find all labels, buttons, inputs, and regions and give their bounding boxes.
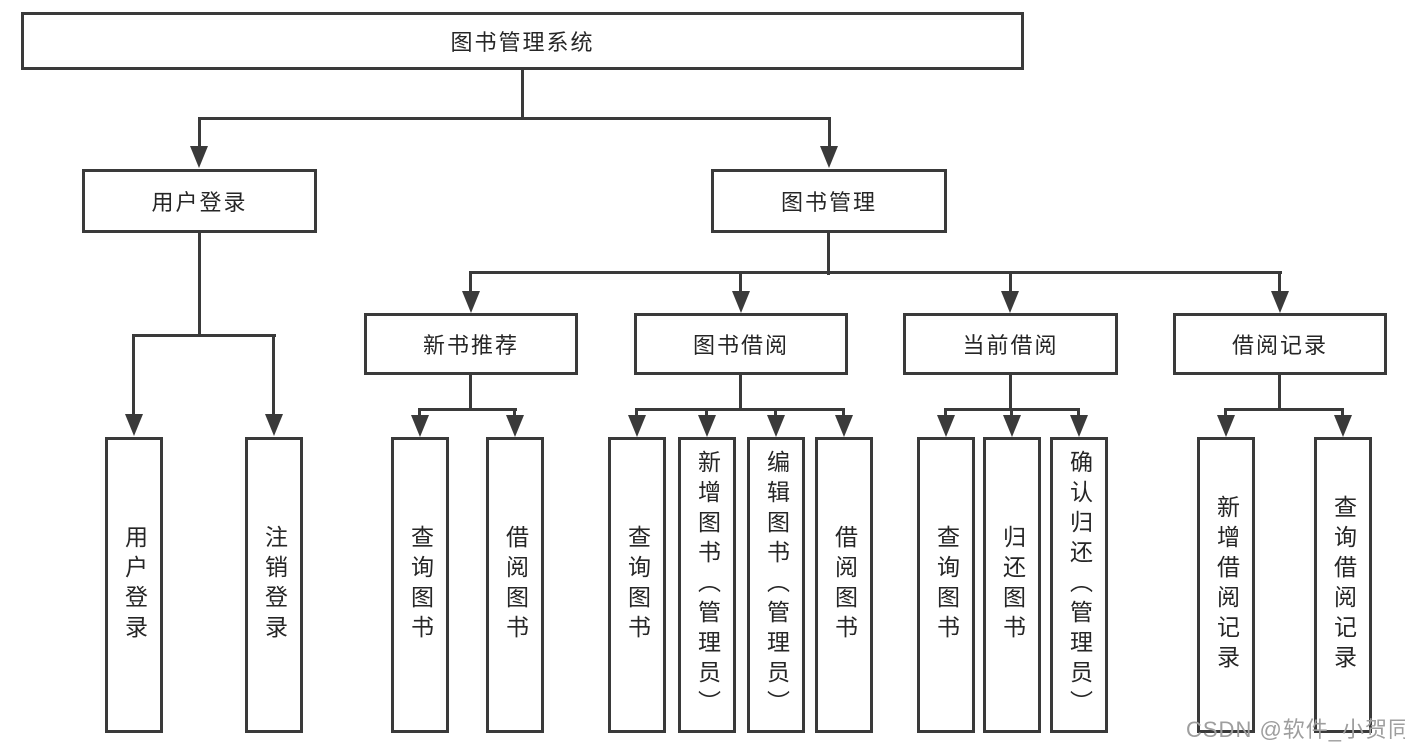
connector-line [198, 233, 201, 337]
connector-line [944, 408, 947, 418]
connector-line [1341, 408, 1344, 418]
connector-line [469, 375, 472, 411]
leaf-label: 新增图书（管理员） [694, 450, 721, 720]
node-user-login: 用户登录 [82, 169, 317, 233]
csdn-watermark: CSDN @软件_小贺同学 [1186, 717, 1405, 742]
node-book-management: 图书管理 [711, 169, 947, 233]
connector-line [132, 334, 276, 337]
leaf-label: 注销登录 [261, 525, 288, 645]
connector-line [513, 408, 516, 418]
leaf-borrow-books-borrowing: 借阅图书 [815, 437, 873, 733]
arrowhead-down-icon [1070, 415, 1088, 437]
arrowhead-down-icon [411, 415, 429, 437]
node-book-borrowing: 图书借阅 [634, 313, 848, 375]
arrowhead-down-icon [698, 415, 716, 437]
connector-line [1278, 271, 1281, 293]
connector-line [635, 408, 638, 418]
node-label: 新书推荐 [422, 333, 519, 358]
leaf-edit-book-admin: 编辑图书（管理员） [747, 437, 805, 733]
leaf-label: 查询图书 [407, 525, 434, 645]
connector-line [739, 271, 742, 293]
node-current-borrowing: 当前借阅 [903, 313, 1118, 375]
connector-line [739, 375, 742, 411]
arrowhead-down-icon [125, 414, 143, 436]
leaf-add-borrow-record: 新增借阅记录 [1197, 437, 1255, 733]
connector-line [418, 408, 517, 411]
arrowhead-down-icon [1334, 415, 1352, 437]
connector-line [774, 408, 777, 418]
arrowhead-down-icon [767, 415, 785, 437]
node-label: 借阅记录 [1231, 333, 1328, 358]
arrowhead-down-icon [462, 291, 480, 313]
leaf-label: 编辑图书（管理员） [763, 450, 790, 720]
node-label: 用户登录 [151, 190, 248, 215]
connector-line [1009, 271, 1012, 293]
connector-line [1010, 408, 1013, 418]
arrowhead-down-icon [1003, 415, 1021, 437]
leaf-borrow-books-recommend: 借阅图书 [486, 437, 544, 733]
connector-line [469, 271, 1282, 274]
arrowhead-down-icon [1271, 291, 1289, 313]
arrowhead-down-icon [835, 415, 853, 437]
connector-line [828, 117, 831, 149]
connector-line [198, 117, 201, 149]
connector-line [198, 117, 831, 120]
connector-line [418, 408, 421, 418]
node-label: 图书管理系统 [450, 30, 595, 55]
connector-line [272, 334, 275, 416]
leaf-query-books-borrowing: 查询图书 [608, 437, 666, 733]
arrowhead-down-icon [265, 414, 283, 436]
arrowhead-down-icon [506, 415, 524, 437]
leaf-label: 借阅图书 [502, 525, 529, 645]
leaf-label: 借阅图书 [831, 525, 858, 645]
arrowhead-down-icon [937, 415, 955, 437]
arrowhead-down-icon [820, 146, 838, 168]
connector-line [132, 334, 135, 416]
connector-line [469, 271, 472, 293]
node-label: 当前借阅 [962, 333, 1059, 358]
node-label: 图书借阅 [692, 333, 789, 358]
leaf-label: 查询图书 [933, 525, 960, 645]
leaf-query-books-current: 查询图书 [917, 437, 975, 733]
leaf-label: 用户登录 [121, 525, 148, 645]
connector-line [635, 408, 845, 411]
arrowhead-down-icon [190, 146, 208, 168]
leaf-label: 确认归还（管理员） [1066, 450, 1093, 720]
connector-line [1224, 408, 1227, 418]
leaf-return-books: 归还图书 [983, 437, 1041, 733]
leaf-label: 归还图书 [999, 525, 1026, 645]
connector-line [1009, 375, 1012, 411]
leaf-logout: 注销登录 [245, 437, 303, 733]
node-new-book-recommend: 新书推荐 [364, 313, 578, 375]
connector-line [1224, 408, 1344, 411]
leaf-query-books-recommend: 查询图书 [391, 437, 449, 733]
connector-line [827, 233, 830, 275]
leaf-add-book-admin: 新增图书（管理员） [678, 437, 736, 733]
arrowhead-down-icon [1001, 291, 1019, 313]
node-label: 图书管理 [780, 190, 877, 215]
leaf-confirm-return-admin: 确认归还（管理员） [1050, 437, 1108, 733]
node-borrowing-records: 借阅记录 [1173, 313, 1387, 375]
arrowhead-down-icon [628, 415, 646, 437]
connector-line [1077, 408, 1080, 418]
connector-line [1278, 375, 1281, 411]
connector-line [521, 70, 524, 118]
arrowhead-down-icon [732, 291, 750, 313]
connector-line [842, 408, 845, 418]
leaf-label: 查询图书 [624, 525, 651, 645]
leaf-label: 新增借阅记录 [1213, 495, 1240, 675]
leaf-label: 查询借阅记录 [1330, 495, 1357, 675]
leaf-user-login: 用户登录 [105, 437, 163, 733]
arrowhead-down-icon [1217, 415, 1235, 437]
node-root-system: 图书管理系统 [21, 12, 1024, 70]
leaf-query-borrow-record: 查询借阅记录 [1314, 437, 1372, 733]
connector-line [705, 408, 708, 418]
